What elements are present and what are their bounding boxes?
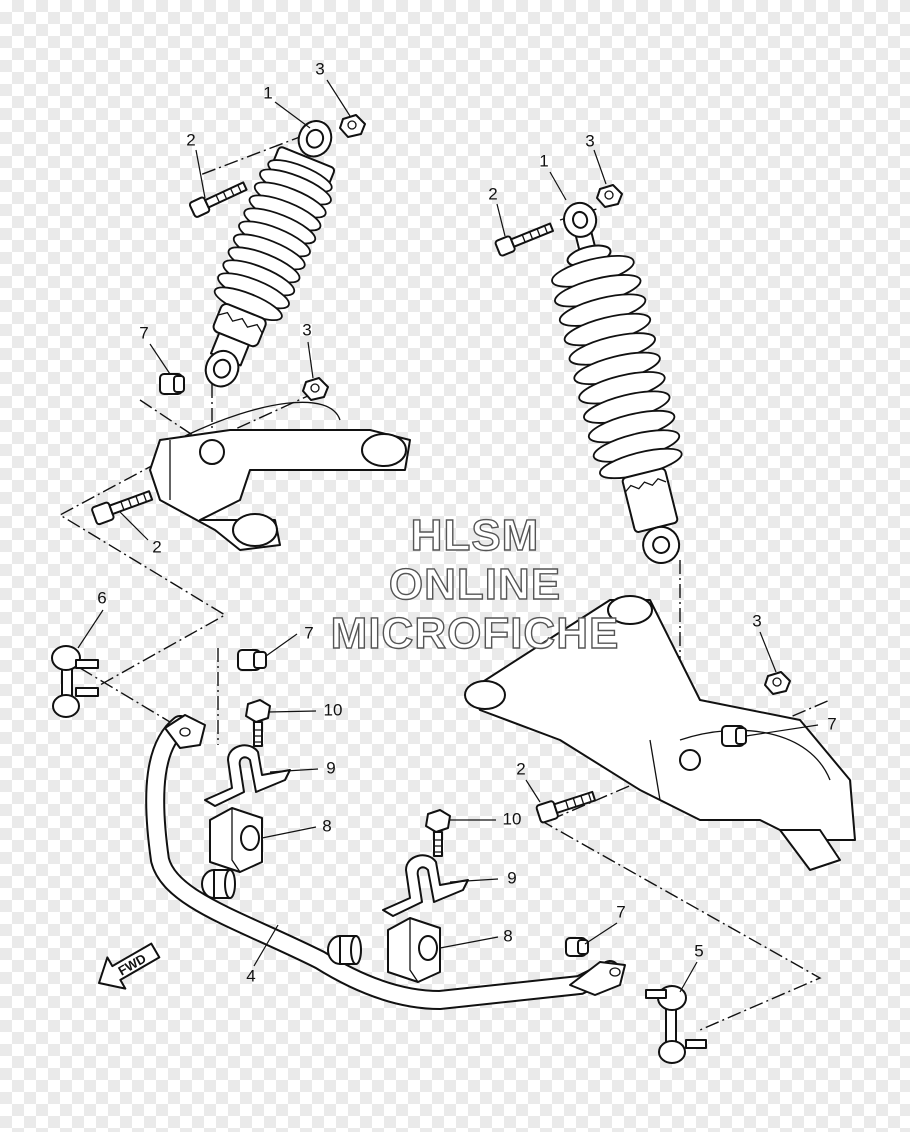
callout-2: 2 <box>152 537 161 556</box>
stabilizer-link-6[interactable] <box>51 645 99 718</box>
nut-3-a[interactable] <box>339 114 366 138</box>
bar-bushing-ring-b <box>327 935 362 965</box>
fwd-arrow-icon: FWD <box>98 942 161 990</box>
callout-7: 7 <box>304 623 313 642</box>
callout-7: 7 <box>139 323 148 342</box>
stabilizer-bar[interactable] <box>145 714 626 1011</box>
callout-3: 3 <box>315 59 324 78</box>
callout-8: 8 <box>503 926 512 945</box>
bolt-2-b[interactable] <box>494 220 555 257</box>
a-arm-upper-left <box>149 401 411 551</box>
callout-10: 10 <box>503 809 522 828</box>
stabilizer-link-5[interactable] <box>645 985 707 1064</box>
callout-3: 3 <box>752 611 761 630</box>
a-arm-lower-right <box>464 595 856 871</box>
watermark-line-2: ONLINE <box>389 560 561 609</box>
callout-8: 8 <box>322 816 331 835</box>
nut-7-c[interactable] <box>721 725 747 747</box>
bushing-8-b[interactable] <box>387 917 441 983</box>
bolt-2-a[interactable] <box>188 179 248 218</box>
leader-lines <box>77 79 819 993</box>
callout-4: 4 <box>246 966 255 985</box>
watermark: HLSM ONLINE MICROFICHE <box>330 510 620 658</box>
nut-7-b[interactable] <box>237 649 267 671</box>
shock-absorber-left[interactable] <box>180 108 357 400</box>
callout-1: 1 <box>539 151 548 170</box>
callout-9: 9 <box>507 868 516 887</box>
shock-absorber-right[interactable] <box>533 193 708 573</box>
bracket-9-a[interactable] <box>204 744 291 807</box>
callout-3: 3 <box>585 131 594 150</box>
callout-7: 7 <box>616 902 625 921</box>
bolt-10-a[interactable] <box>245 699 271 747</box>
bolt-2-c[interactable] <box>91 487 154 526</box>
nut-3-b[interactable] <box>596 184 623 208</box>
callout-10: 10 <box>324 700 343 719</box>
callout-labels: 1 2 3 7 3 2 1 2 3 6 7 10 9 8 3 7 2 10 9 … <box>97 59 836 985</box>
nut-3-d[interactable] <box>764 671 791 695</box>
coil-spring-left <box>213 159 333 322</box>
nut-3-c[interactable] <box>302 377 329 401</box>
watermark-line-1: HLSM <box>411 511 540 560</box>
callout-2: 2 <box>488 184 497 203</box>
bracket-9-b[interactable] <box>382 854 469 917</box>
callout-6: 6 <box>97 588 106 607</box>
coil-spring-right <box>551 254 683 480</box>
callout-5: 5 <box>694 941 703 960</box>
callout-2: 2 <box>186 130 195 149</box>
nut-7-d[interactable] <box>565 937 589 957</box>
bolt-10-b[interactable] <box>425 809 451 857</box>
bushing-8-a[interactable] <box>209 807 263 873</box>
callout-7: 7 <box>827 714 836 733</box>
bar-bushing-ring-a <box>201 869 236 899</box>
nut-7-a[interactable] <box>159 373 185 395</box>
callout-2: 2 <box>516 759 525 778</box>
callout-9: 9 <box>326 758 335 777</box>
callout-1: 1 <box>263 83 272 102</box>
callout-3: 3 <box>302 320 311 339</box>
watermark-line-3: MICROFICHE <box>331 609 620 658</box>
bolt-2-d[interactable] <box>535 788 597 824</box>
